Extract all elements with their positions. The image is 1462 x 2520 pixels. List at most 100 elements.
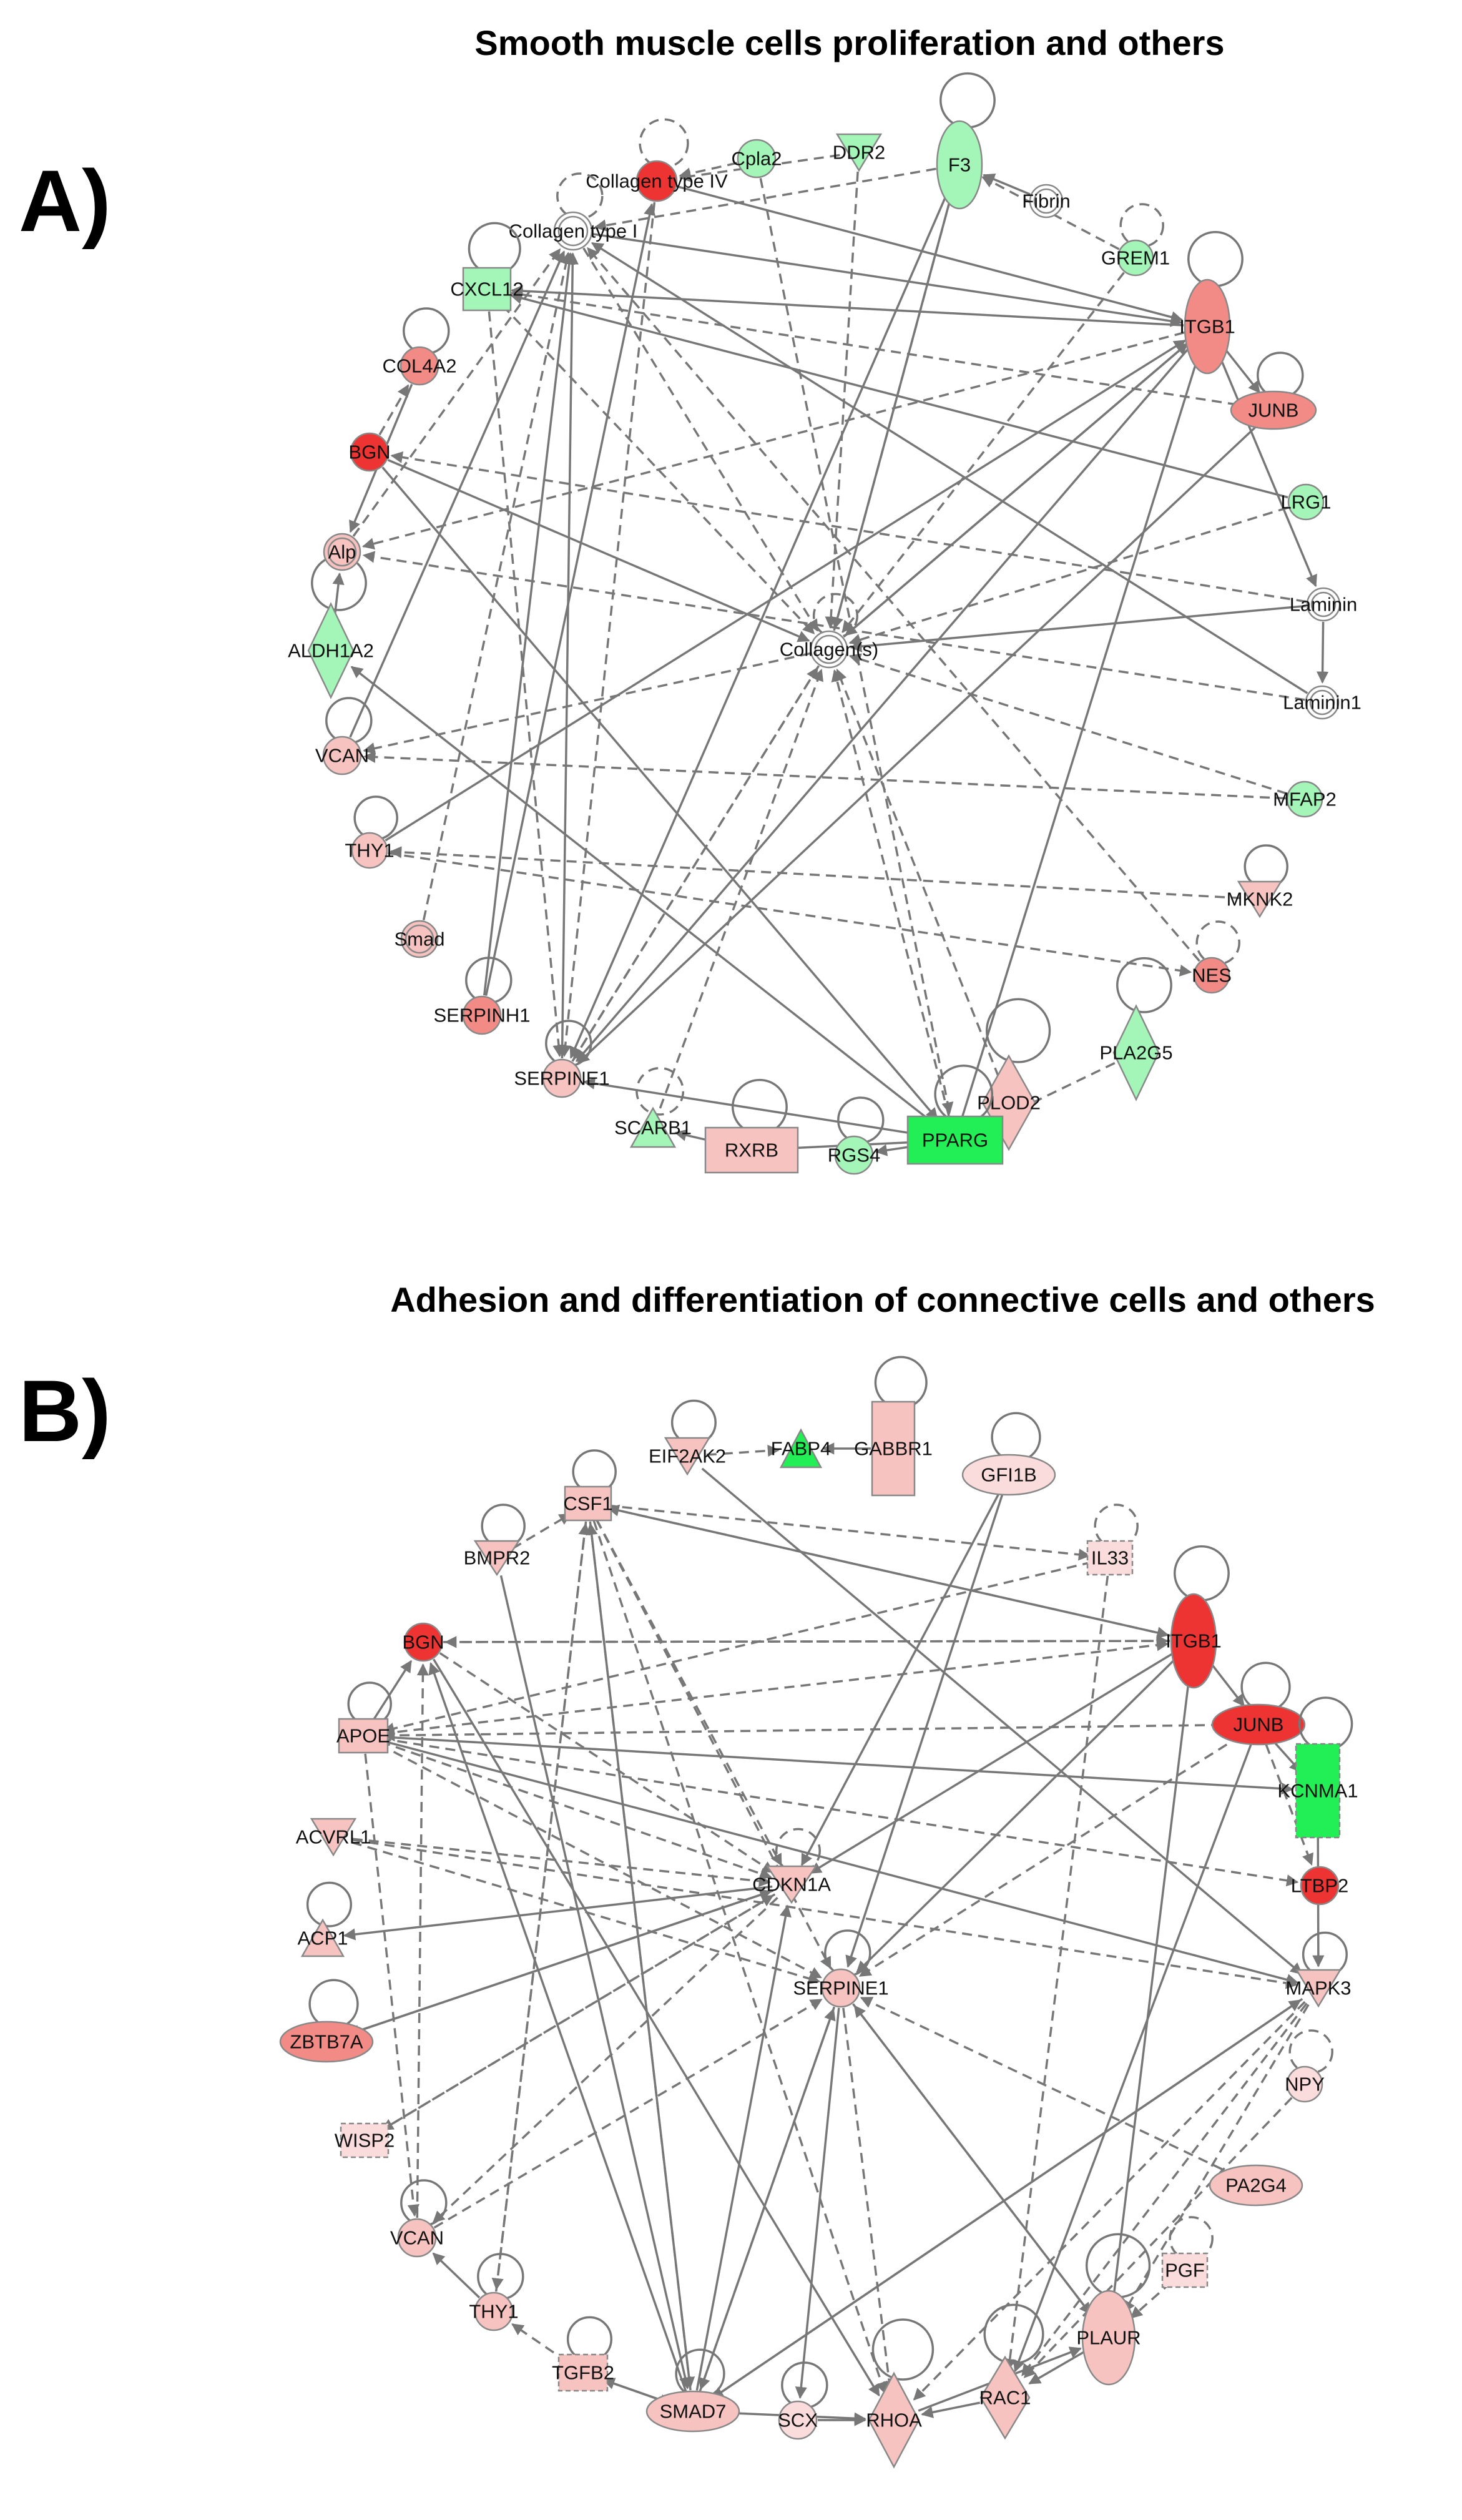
node-collagen-s[interactable]: Collagen(s) — [780, 593, 879, 669]
node-scarb1[interactable]: SCARB1 — [614, 1066, 692, 1148]
edge-cpla2-to-collageniv — [679, 162, 738, 180]
node-mknk2[interactable]: MKNK2 — [1227, 844, 1293, 918]
node-lrg1[interactable]: LRG1 — [1281, 483, 1332, 521]
node-ddr2[interactable]: DDR2 — [833, 133, 885, 172]
node-serpine1[interactable]: SERPINE1 — [514, 1020, 610, 1098]
node-rac1[interactable]: RAC1 — [979, 2303, 1044, 2440]
node-cpla2[interactable]: Cpla2 — [732, 139, 782, 179]
node-thy1[interactable]: THY1 — [345, 795, 398, 869]
node-label-gabbr1: GABBR1 — [854, 1438, 933, 1460]
self-loop-thy1 — [477, 2253, 524, 2300]
self-loop-zbtb7a — [308, 1979, 359, 2029]
edge-vcanb-to-serpine1b — [433, 1998, 823, 2229]
node-label-collagen-type-i: Collagen type I — [509, 220, 638, 242]
node-itgb1[interactable]: ITGB1 — [1179, 230, 1244, 375]
node-laminin[interactable]: Laminin — [1290, 587, 1358, 622]
node-grem1[interactable]: GREM1 — [1101, 203, 1170, 277]
node-gabbr1[interactable]: GABBR1 — [854, 1356, 933, 1497]
node-acp1[interactable]: ACP1 — [298, 1881, 352, 1957]
node-eif2ak2[interactable]: EIF2AK2 — [649, 1399, 726, 1476]
node-shape-pla2g5 — [1112, 1004, 1160, 1101]
node-il33[interactable]: IL33 — [1086, 1504, 1139, 1576]
node-pgf[interactable]: PGF — [1161, 2216, 1214, 2288]
edge-laminin-to-laminin1 — [1316, 621, 1329, 684]
node-fibrin[interactable]: Fibrin — [1022, 184, 1071, 219]
node-label-col4a2: COL4A2 — [383, 355, 457, 377]
node-shape-pa2g4 — [1209, 2164, 1303, 2207]
node-csf1[interactable]: CSF1 — [563, 1449, 617, 1522]
node-cdkn1a[interactable]: CDKN1A — [752, 1828, 831, 1904]
node-bmpr2[interactable]: BMPR2 — [464, 1504, 531, 1577]
node-gfi1b[interactable]: GFI1B — [961, 1412, 1056, 1496]
node-laminin1[interactable]: Laminin1 — [1283, 685, 1361, 720]
node-rgs4[interactable]: RGS4 — [828, 1096, 885, 1175]
node-thy1[interactable]: THY1 — [469, 2253, 524, 2331]
node-wisp2[interactable]: WISP2 — [335, 2122, 395, 2158]
node-fabp4[interactable]: FABP4 — [771, 1428, 832, 1469]
node-shape-pgf — [1161, 2252, 1209, 2288]
edge-serpine1a-to-collageni — [561, 252, 579, 1059]
node-shape-scarb1 — [629, 1106, 677, 1148]
node-collagen-type-i[interactable]: Collagen type I — [509, 172, 638, 251]
node-serpine1[interactable]: SERPINE1 — [793, 1929, 889, 2008]
node-mfap2[interactable]: MFAP2 — [1273, 780, 1337, 818]
node-itgb1[interactable]: ITGB1 — [1165, 1545, 1230, 1689]
node-kcnma1[interactable]: KCNMA1 — [1277, 1696, 1358, 1839]
node-pla2g5[interactable]: PLA2G5 — [1099, 957, 1173, 1101]
edge-mknk2-to-thy1a — [389, 846, 1242, 900]
node-junb[interactable]: JUNB — [1211, 1661, 1306, 1746]
self-loop-scarb1 — [635, 1066, 685, 1116]
node-alp[interactable]: Alp — [323, 533, 361, 571]
node-shape-plaur — [1081, 2290, 1136, 2386]
edge-bgnb-to-cdkn1a — [439, 1652, 775, 1874]
node-shape-gabbr1 — [871, 1400, 916, 1497]
node-f3[interactable]: F3 — [936, 72, 996, 210]
panel-b-label: B) — [19, 1362, 111, 1460]
node-scx[interactable]: SCX — [778, 2361, 828, 2440]
edge-wisp2-to-cdkn1a — [380, 1894, 774, 2132]
node-tgfb2[interactable]: TGFB2 — [552, 2316, 614, 2392]
node-smad[interactable]: Smad — [395, 920, 445, 958]
node-label-ltbp2: LTBP2 — [1291, 1875, 1348, 1897]
node-shape-cxcl12 — [462, 267, 512, 312]
edge-apoe-to-itgb1b — [381, 1639, 1169, 1735]
node-collagen-type-iv[interactable]: Collagen type IV — [586, 118, 728, 202]
node-cxcl12[interactable]: CXCL12 — [450, 222, 524, 312]
node-serpinh1[interactable]: SERPINH1 — [433, 957, 531, 1035]
node-shape-aldh1a2 — [307, 602, 355, 699]
node-shape-bgn — [403, 1622, 443, 1662]
node-bgn[interactable]: BGN — [348, 432, 391, 472]
node-label-junb: JUNB — [1249, 400, 1299, 421]
node-col4a2[interactable]: COL4A2 — [383, 307, 457, 386]
edge-itgb1a-to-serpine1a — [576, 343, 1193, 1063]
node-label-mfap2: MFAP2 — [1273, 789, 1337, 810]
node-rhoa[interactable]: RHOA — [866, 2318, 935, 2469]
edge-il33-to-apoe — [382, 1560, 1093, 1735]
node-mapk3[interactable]: MAPK3 — [1285, 1931, 1352, 2008]
node-smad7[interactable]: SMAD7 — [645, 2348, 740, 2433]
node-aldh1a2[interactable]: ALDH1A2 — [288, 554, 374, 699]
node-npy[interactable]: NPY — [1285, 2029, 1333, 2103]
node-nes[interactable]: NES — [1192, 920, 1240, 994]
node-acvrl1[interactable]: ACVRL1 — [296, 1818, 371, 1857]
edge-cdkn1a-to-vcanb — [432, 1897, 778, 2223]
node-ltbp2[interactable]: LTBP2 — [1291, 1866, 1348, 1906]
node-vcan[interactable]: VCAN — [390, 2179, 448, 2258]
node-junb[interactable]: JUNB — [1230, 352, 1317, 430]
node-zbtb7a[interactable]: ZBTB7A — [279, 1979, 374, 2063]
node-pparg[interactable]: PPARG — [906, 1065, 1004, 1165]
edge-ddr2-to-collagens — [825, 171, 859, 629]
node-apoe[interactable]: APOE — [336, 1681, 392, 1754]
node-vcan[interactable]: VCAN — [315, 697, 373, 775]
node-pa2g4[interactable]: PA2G4 — [1209, 2164, 1303, 2207]
edge-thy1a-to-itgb1a — [385, 339, 1187, 842]
node-label-fabp4: FABP4 — [771, 1438, 832, 1460]
node-rxrb[interactable]: RXRB — [704, 1078, 799, 1174]
node-plaur[interactable]: PLAUR — [1076, 2233, 1151, 2386]
node-bgn[interactable]: BGN — [402, 1622, 444, 1662]
edge-f3-to-collageni — [594, 167, 936, 232]
edge-itgb1a-to-junba — [1221, 344, 1261, 394]
edge-pgf-to-plaur — [1130, 2281, 1172, 2319]
self-loop-kcnma1 — [1298, 1696, 1353, 1751]
self-loop-vcan — [400, 2179, 448, 2227]
